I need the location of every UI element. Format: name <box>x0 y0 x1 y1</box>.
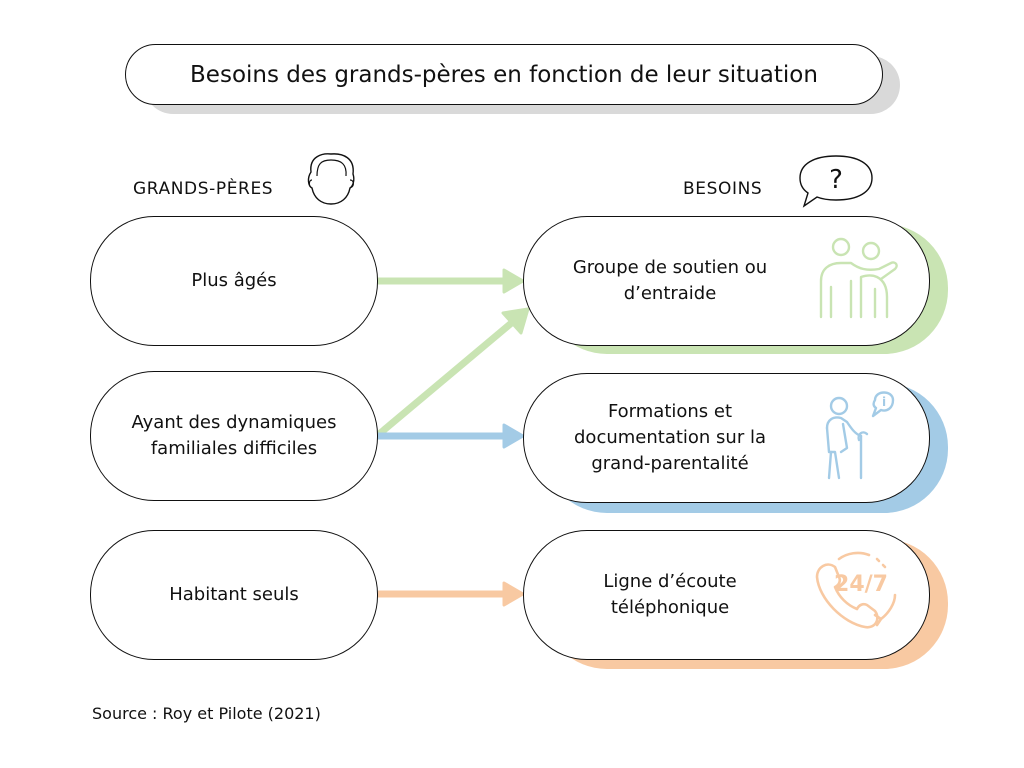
grandfather-label: Habitant seuls <box>169 584 299 605</box>
need-box-phone: Ligne d’écoute téléphonique 24/7 <box>523 530 930 660</box>
page-title: Besoins des grands-pères en fonction de … <box>125 44 883 105</box>
man-head-icon <box>307 153 355 205</box>
grandfather-label: Ayant des dynamiques familiales difficil… <box>131 412 337 459</box>
info-letter: i <box>882 395 886 409</box>
need-label: Groupe de soutien ou d’entraide <box>572 257 768 304</box>
grandfather-box-older: Plus âgés <box>90 216 378 346</box>
arrow-older-to-support <box>378 268 525 294</box>
grandfather-box-family: Ayant des dynamiques familiales difficil… <box>90 371 378 501</box>
hours-label: 24/7 <box>834 572 888 597</box>
arrow-family-to-training <box>378 423 525 449</box>
question-bubble-icon: ? <box>799 155 873 208</box>
elder-info-icon: i <box>825 391 895 480</box>
need-label: Ligne d’écoute téléphonique <box>603 571 737 618</box>
source-note: Source : Roy et Pilote (2021) <box>92 704 321 723</box>
need-box-training: Formations et documentation sur la grand… <box>523 373 930 503</box>
grandfather-label: Plus âgés <box>191 270 277 291</box>
arrow-alone-to-phone <box>378 581 525 607</box>
header-needs: BESOINS <box>683 179 763 199</box>
grandfather-box-alone: Habitant seuls <box>90 530 378 660</box>
arrow-family-to-support <box>375 307 530 438</box>
support-people-icon <box>819 237 898 319</box>
need-box-support: Groupe de soutien ou d’entraide <box>523 216 930 346</box>
header-grandfathers: GRANDS-PÈRES <box>133 179 274 199</box>
phone-24-7-icon: 24/7 <box>815 551 897 629</box>
need-label: Formations et documentation sur la grand… <box>574 401 766 474</box>
question-mark: ? <box>829 165 843 195</box>
